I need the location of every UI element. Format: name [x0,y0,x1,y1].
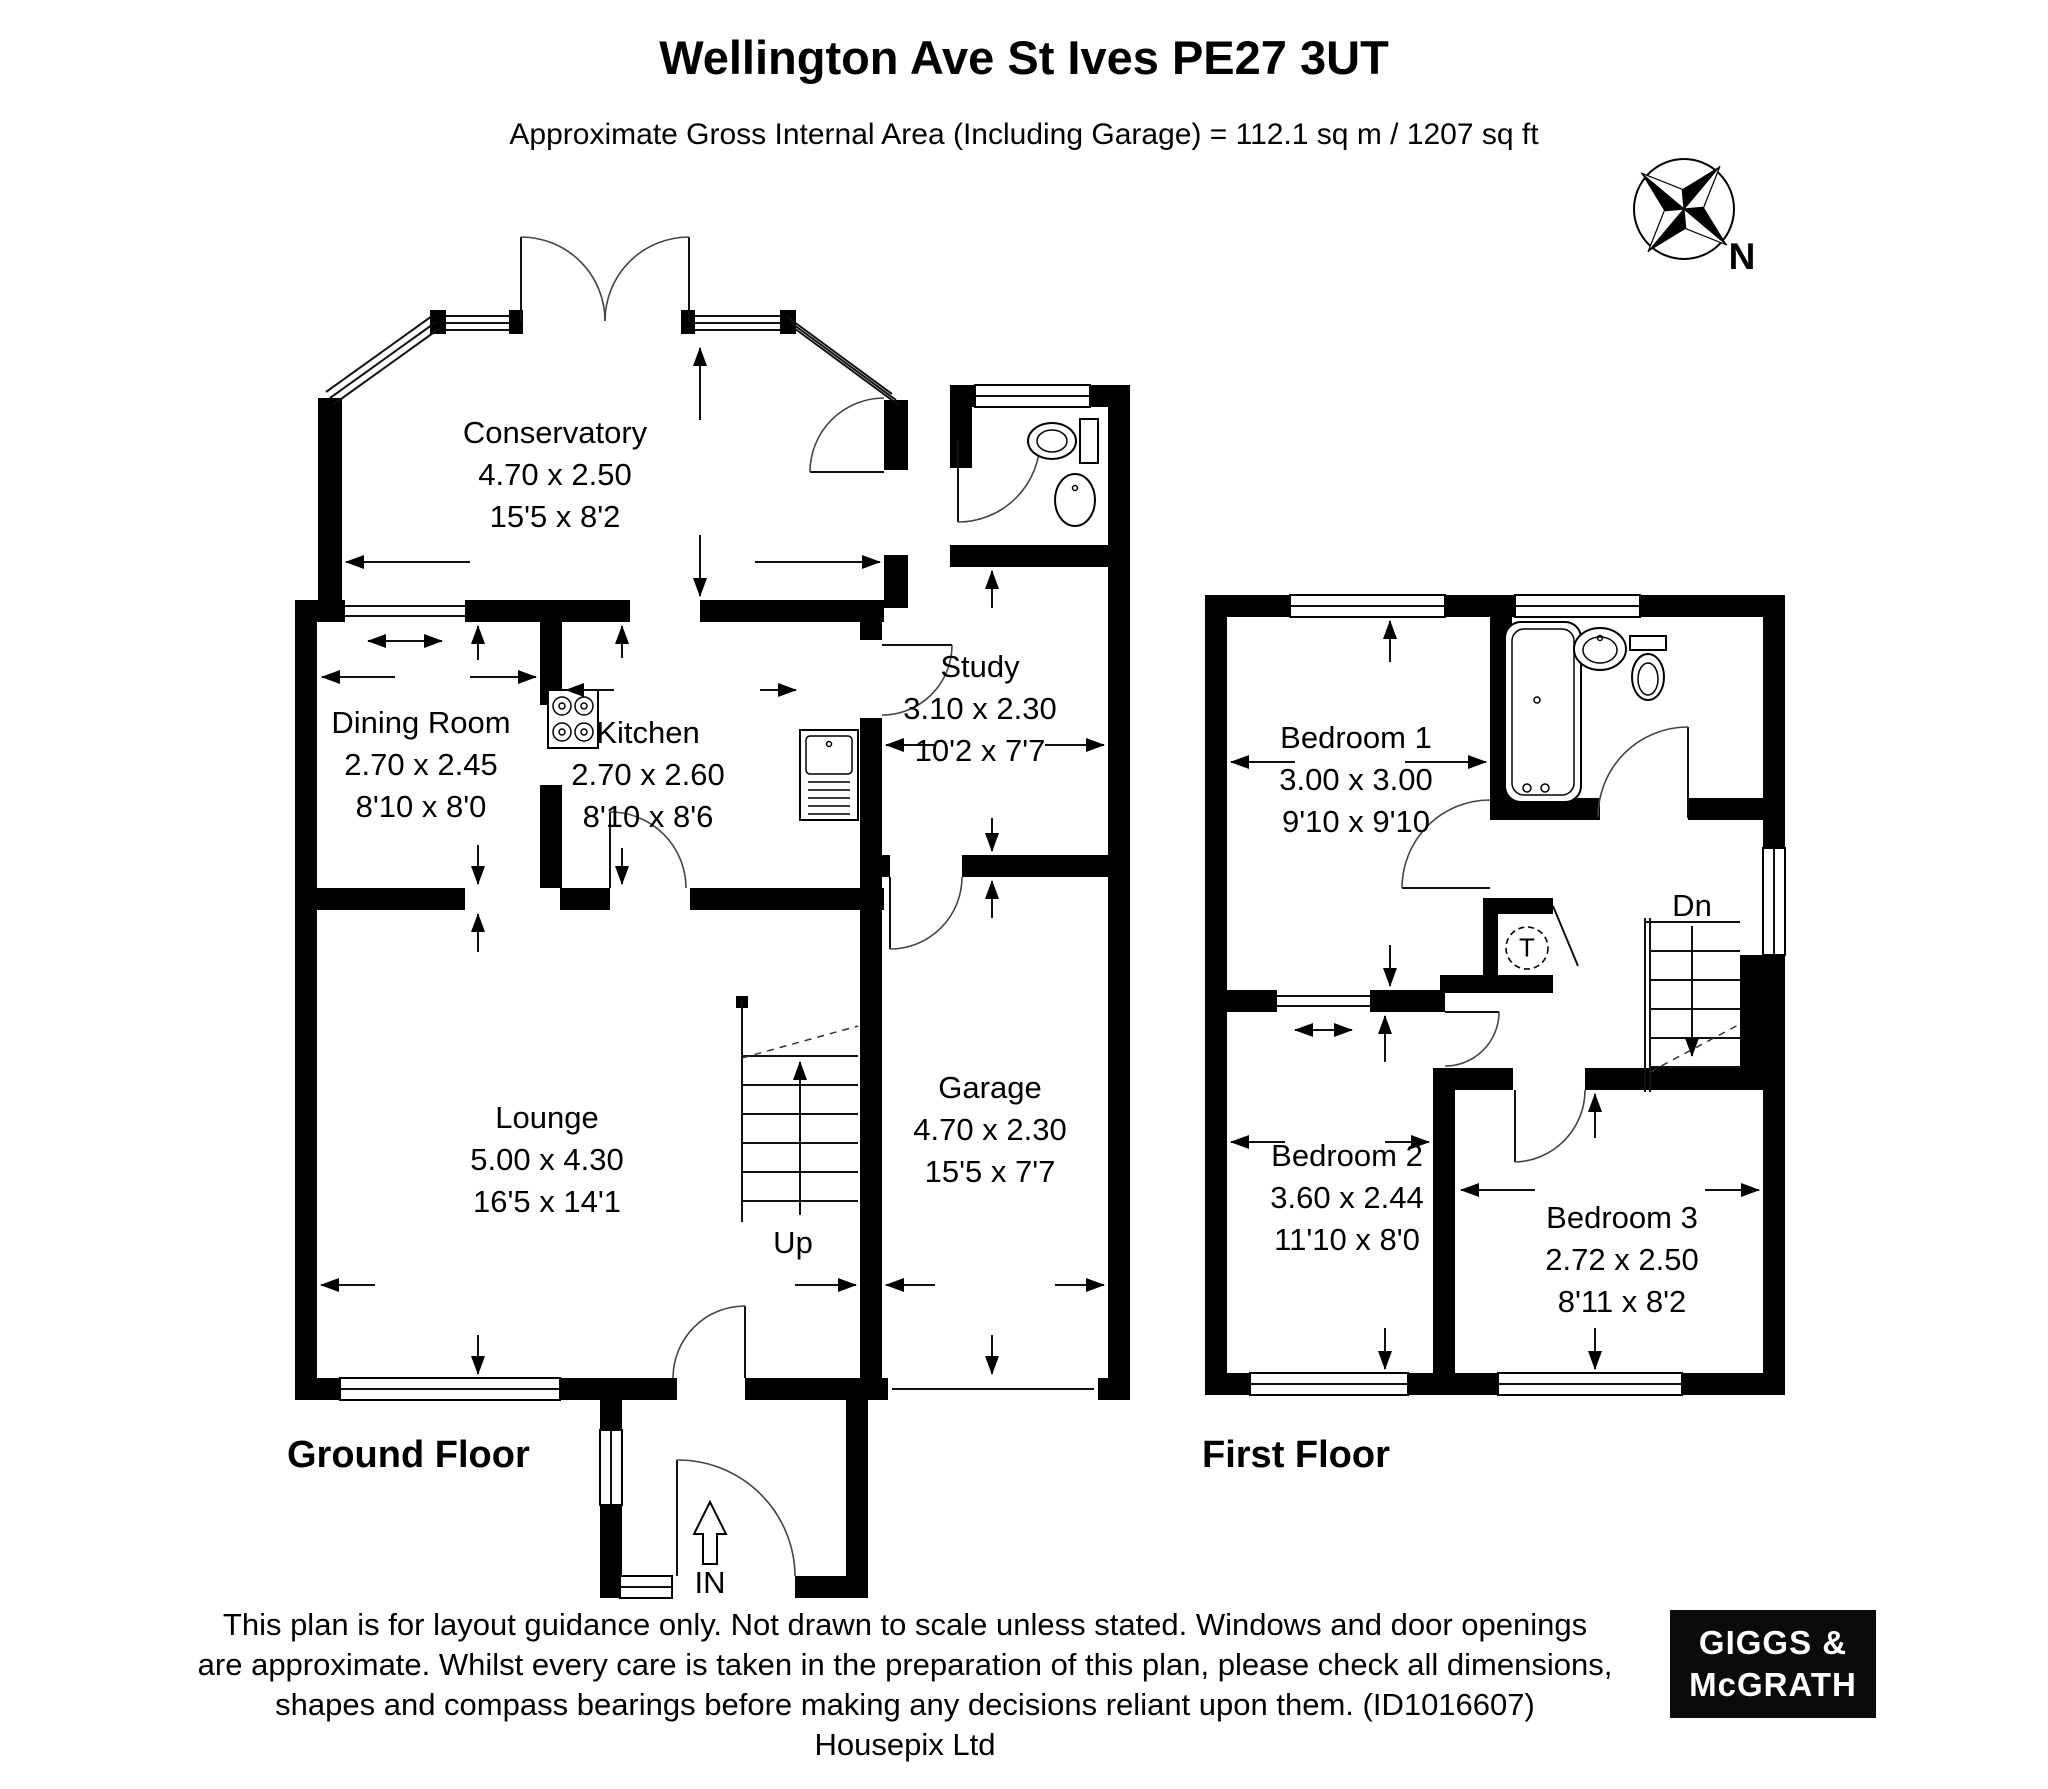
conservatory-windows [325,315,901,407]
bedroom1-sliding-wardrobe [1277,990,1370,1037]
disclaimer: This plan is for layout guidance only. N… [185,1605,1625,1765]
room-label-kitchen: Kitchen 2.70 x 2.60 8'10 x 8'6 [571,712,724,838]
room-metric: 3.10 x 2.30 [903,691,1057,726]
room-imperial: 10'2 x 7'7 [914,733,1046,768]
staircase-up [736,996,859,1222]
room-metric: 2.70 x 2.45 [344,747,498,782]
disclaimer-line-2: are approximate. Whilst every care is ta… [197,1647,1613,1682]
dining-sliding-door [345,600,465,648]
room-name: Garage [938,1070,1042,1105]
hob-icon [547,689,599,749]
room-label-bedroom-3: Bedroom 3 2.72 x 2.50 8'11 x 8'2 [1545,1197,1698,1323]
tank-circle-icon [1505,926,1549,970]
ground-floor-doors [609,397,1041,1577]
disclaimer-line-3: shapes and compass bearings before makin… [275,1687,1535,1722]
room-metric: 4.70 x 2.50 [478,457,632,492]
ground-floor-label: Ground Floor [287,1434,530,1476]
disclaimer-line-4: Housepix Ltd [814,1727,996,1762]
sink-icon [799,729,859,821]
room-metric: 3.60 x 2.44 [1270,1180,1424,1215]
conservatory-french-doors [520,236,690,322]
room-label-dining-room: Dining Room 2.70 x 2.45 8'10 x 8'0 [331,702,510,828]
bedroom1-door [1401,799,1491,889]
room-metric: 3.00 x 3.00 [1279,762,1433,797]
room-label-lounge: Lounge 5.00 x 4.30 16'5 x 14'1 [470,1097,623,1223]
room-name: Lounge [495,1100,599,1135]
room-label-garage: Garage 4.70 x 2.30 15'5 x 7'7 [913,1067,1066,1193]
entrance-in-label: IN [694,1565,726,1600]
garage-inner-door [889,876,963,950]
first-floor-doors [1401,726,1689,1163]
first-floor-windows [1249,594,1786,1396]
agency-logo-line-2: McGRATH [1689,1666,1857,1703]
room-imperial: 11'10 x 8'0 [1274,1222,1420,1257]
stairs-up-label: Up [773,1225,813,1260]
lounge-window [339,1377,561,1401]
room-metric: 5.00 x 4.30 [470,1142,624,1177]
agency-logo: GIGGS & McGRATH [1670,1610,1876,1718]
bath-icon [1504,621,1582,803]
bathroom-window [1514,594,1641,618]
room-imperial: 8'11 x 8'2 [1557,1284,1687,1319]
bedroom3-door [1514,1089,1586,1163]
room-name: Bedroom 2 [1271,1138,1423,1173]
bathroom-door [1597,726,1689,818]
garage-door [888,1378,1098,1400]
room-name: Kitchen [596,715,700,750]
landing-window [1762,847,1786,956]
page-subtitle: Approximate Gross Internal Area (Includi… [509,118,1539,151]
stairs-down-label: Dn [1672,888,1712,923]
first-floor-label: First Floor [1202,1434,1390,1476]
bedroom3-window [1497,1372,1683,1396]
bedroom1-window [1289,594,1446,618]
tank-label: T [1519,932,1535,963]
room-name: Bedroom 1 [1280,720,1432,755]
staircase-down [1644,918,1741,1092]
porch-side-window [599,1429,623,1506]
wc-basin-icon [1054,473,1096,527]
room-imperial: 9'10 x 9'10 [1281,804,1430,839]
room-name: Bedroom 3 [1546,1200,1698,1235]
room-metric: 2.70 x 2.60 [571,757,725,792]
entrance-arrow-icon [692,1499,728,1565]
dimension-arrows [320,347,1760,1375]
agency-logo-line-1: GIGGS & [1698,1624,1848,1661]
kitchen-door [609,811,687,889]
disclaimer-line-1: This plan is for layout guidance only. N… [222,1607,1588,1642]
bedroom2-door [1444,1011,1500,1067]
wc-toilet-icon [1027,418,1099,464]
porch-front-window [619,1575,673,1599]
room-metric: 2.72 x 2.50 [1545,1242,1699,1277]
front-door [676,1459,796,1577]
room-imperial: 16'5 x 14'1 [472,1184,621,1219]
page-title: Wellington Ave St Ives PE27 3UT [659,31,1389,84]
tank-cupboard-door [1552,905,1579,967]
conservatory-back-door [809,397,885,473]
room-label-bedroom-2: Bedroom 2 3.60 x 2.44 11'10 x 8'0 [1270,1135,1423,1261]
bathroom-toilet-icon [1629,635,1667,701]
room-label-bedroom-1: Bedroom 1 3.00 x 3.00 9'10 x 9'10 [1279,717,1432,843]
room-name: Conservatory [462,415,648,450]
room-imperial: 8'10 x 8'6 [582,799,714,834]
room-imperial: 15'5 x 7'7 [924,1154,1056,1189]
wc-window [974,384,1091,408]
room-imperial: 8'10 x 8'0 [355,789,487,824]
study-door [881,644,953,716]
compass-north-label: N [1728,236,1756,277]
bathroom-basin-icon [1573,627,1627,671]
bedroom2-window [1249,1372,1409,1396]
compass-icon [1633,158,1735,260]
room-label-study: Study 3.10 x 2.30 10'2 x 7'7 [903,646,1056,772]
room-label-conservatory: Conservatory 4.70 x 2.50 15'5 x 8'2 [463,412,647,538]
lounge-hall-door [672,1305,746,1379]
room-name: Dining Room [331,705,511,740]
ground-floor-windows [339,384,1098,1599]
room-metric: 4.70 x 2.30 [913,1112,1067,1147]
room-imperial: 15'5 x 8'2 [489,499,621,534]
first-floor-walls [1205,595,1785,1395]
ground-floor-walls [295,310,1130,1598]
room-name: Study [940,649,1020,684]
